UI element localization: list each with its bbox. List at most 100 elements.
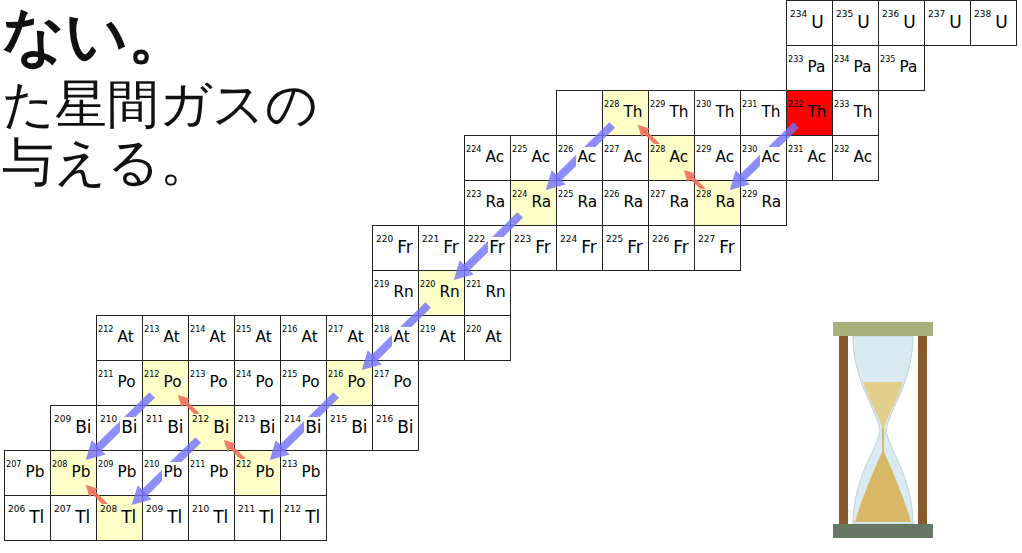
cell-fill	[511, 226, 557, 271]
mass-number: 213	[281, 459, 298, 469]
element-symbol: U	[902, 12, 916, 32]
element-symbol: At	[392, 327, 410, 347]
cell-fill	[51, 496, 97, 541]
mass-number: 207	[5, 459, 22, 469]
mass-number: 221	[421, 234, 440, 244]
nuclide-cell: 233Pa	[786, 45, 832, 90]
element-symbol: Pb	[300, 462, 321, 482]
cell-fill	[833, 91, 879, 136]
nuclide-cell: 237U	[924, 0, 970, 45]
cell-fill	[281, 496, 327, 541]
mass-number: 222	[467, 234, 486, 244]
nuclide-cell: 206Tl	[4, 495, 50, 540]
nuclide-cell: 209Bi	[50, 405, 96, 450]
element-symbol: Ac	[852, 147, 873, 167]
nuclide-cell: 213Bi	[234, 405, 280, 450]
slide-text: ない。	[2, 0, 190, 78]
cell-fill	[189, 496, 235, 541]
mass-number: 229	[649, 99, 666, 109]
nuclide-cell: 211Bi	[142, 405, 188, 450]
nuclide-cell: 210Tl	[188, 495, 234, 540]
element-symbol: Fr	[488, 237, 506, 257]
mass-number: 212	[191, 414, 210, 424]
nuclide-cell: 208Pb	[50, 450, 96, 495]
nuclide-cell: 225Fr	[602, 225, 648, 270]
mass-number: 227	[697, 234, 716, 244]
element-symbol: Ac	[714, 147, 735, 167]
element-symbol: Th	[806, 102, 827, 122]
cell-fill	[603, 181, 649, 226]
nuclide-cell: 221Rn	[464, 270, 510, 315]
alpha-decay-arrow	[86, 395, 152, 460]
nuclide-cell: 212Pb	[234, 450, 280, 495]
mass-number: 237	[927, 9, 946, 19]
element-symbol: Bi	[350, 417, 368, 437]
element-symbol: Ra	[622, 192, 644, 212]
cell-fill	[51, 406, 97, 451]
cell-fill	[787, 1, 833, 46]
empty-cell	[557, 91, 603, 136]
nuclide-cell: 228Th	[602, 90, 648, 135]
mass-number: 213	[189, 369, 206, 379]
nuclide-cell: 229Ra	[740, 180, 786, 225]
cell-fill	[419, 316, 465, 361]
nuclide-cell: 212At	[96, 315, 142, 360]
mass-number: 214	[283, 414, 302, 424]
nuclide-cell: 236U	[878, 0, 924, 45]
nuclide-cell: 214Po	[234, 360, 280, 405]
nuclide-cell: 213At	[142, 315, 188, 360]
mass-number: 214	[235, 369, 252, 379]
cell-fill	[281, 361, 327, 406]
mass-number: 226	[651, 234, 670, 244]
mass-number: 212	[235, 459, 252, 469]
nuclide-cell: 230Th	[694, 90, 740, 135]
nuclide-cell: 238U	[970, 0, 1016, 45]
slide-text: 与える。	[2, 128, 212, 198]
element-symbol: Pb	[24, 462, 45, 482]
element-symbol: Th	[852, 102, 873, 122]
mass-number: 216	[375, 414, 394, 424]
cell-fill	[419, 226, 465, 271]
nuclide-cell: 211Po	[96, 360, 142, 405]
mass-number: 217	[373, 369, 390, 379]
nuclide-cell: 217Po	[372, 360, 418, 405]
mass-number: 214	[189, 324, 206, 334]
nuclide-cell: 213Pb	[280, 450, 326, 495]
mass-number: 229	[741, 189, 758, 199]
mass-number: 223	[465, 189, 482, 199]
nuclide-cell: 235U	[832, 0, 878, 45]
cell-fill	[603, 136, 649, 181]
nuclide-cell: 215Po	[280, 360, 326, 405]
nuclide-cell: 207Pb	[4, 450, 50, 495]
nuclide-cell: 225Ac	[510, 135, 556, 180]
cell-fill	[373, 271, 419, 316]
cell-fill	[465, 271, 511, 316]
cell-fill	[373, 406, 419, 451]
cell-fill	[833, 46, 879, 91]
nuclide-cell: 216At	[280, 315, 326, 360]
mass-number: 215	[235, 324, 252, 334]
nuclide-cell: 223Fr	[510, 225, 556, 270]
nuclide-cell: 230Ac	[740, 135, 786, 180]
cell-fill	[695, 226, 741, 271]
cell-fill	[97, 316, 143, 361]
mass-number: 221	[465, 279, 482, 289]
element-symbol: Bi	[258, 417, 276, 437]
nuclide-cell: 211Pb	[188, 450, 234, 495]
beta-decay-arrow	[86, 485, 106, 505]
element-symbol: Fr	[580, 237, 598, 257]
element-symbol: Po	[392, 372, 412, 392]
nuclide-cell: 209Pb	[96, 450, 142, 495]
nuclide-cell: 214At	[188, 315, 234, 360]
mass-number: 220	[465, 324, 482, 334]
element-symbol: Tl	[166, 507, 183, 527]
mass-number: 235	[879, 54, 896, 64]
mass-number: 213	[143, 324, 160, 334]
element-symbol: Pb	[208, 462, 229, 482]
cell-fill	[143, 496, 189, 541]
element-symbol: U	[994, 12, 1008, 32]
nuclide-cell: 217At	[326, 315, 372, 360]
element-symbol: Ra	[484, 192, 506, 212]
element-symbol: Po	[346, 372, 366, 392]
